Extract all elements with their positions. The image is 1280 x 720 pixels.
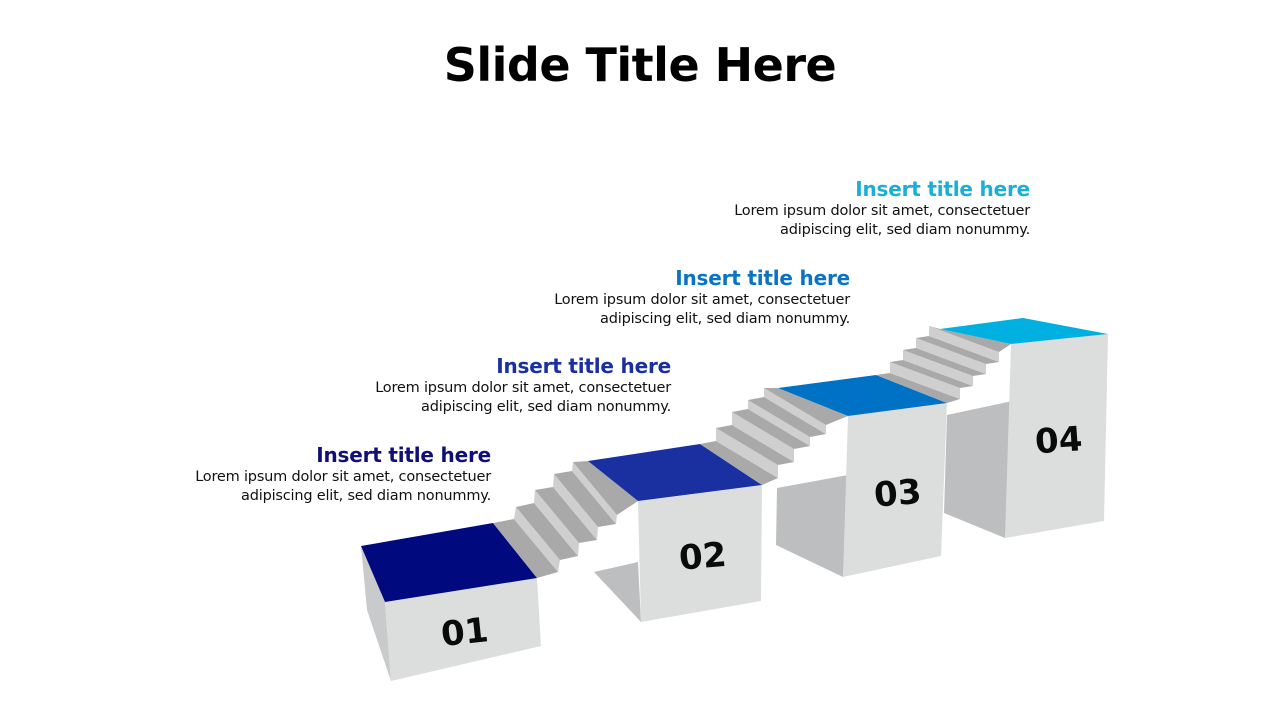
stairs-1-to-2: [493, 461, 638, 578]
step-1-front-face: [385, 578, 541, 681]
step-block-4: 04: [940, 318, 1108, 538]
step-3-number: 03: [872, 472, 923, 516]
step-2-shadow-face: [594, 562, 641, 622]
callout-text-line-2: adipiscing elit, sed diam nonummy.: [241, 488, 491, 504]
step-1-number: 01: [439, 610, 490, 655]
step-2-front-face: [638, 485, 762, 622]
callout-title: Insert title here: [496, 354, 671, 378]
stairs-3-to-4: [876, 326, 1011, 403]
callout-step-2: Insert title here Lorem ipsum dolor sit …: [311, 353, 671, 417]
callout-text-line-2: adipiscing elit, sed diam nonummy.: [780, 222, 1030, 238]
stairs-2-to-3: [700, 388, 848, 485]
step-4-front-face: [1005, 334, 1108, 538]
step-3-top-face: [778, 375, 947, 416]
callout-step-3: Insert title here Lorem ipsum dolor sit …: [490, 265, 850, 329]
callout-text-line-1: Lorem ipsum dolor sit amet, consectetuer: [375, 380, 671, 396]
step-1-top-face: [361, 523, 537, 602]
callout-step-4: Insert title here Lorem ipsum dolor sit …: [670, 176, 1030, 240]
callout-title: Insert title here: [675, 266, 850, 290]
step-4-shadow-face: [944, 400, 1017, 538]
step-block-1: 01: [361, 523, 541, 681]
step-2-top-face: [588, 444, 762, 501]
step-3-front-face: [843, 403, 947, 577]
step-block-3: 03: [776, 375, 947, 577]
step-2-number: 02: [677, 535, 728, 579]
step-4-number: 04: [1034, 419, 1084, 462]
callout-title: Insert title here: [855, 177, 1030, 201]
callout-text-line-1: Lorem ipsum dolor sit amet, consectetuer: [554, 292, 850, 308]
step-block-2: 02: [588, 444, 762, 622]
callout-text-line-2: adipiscing elit, sed diam nonummy.: [421, 399, 671, 415]
step-3-shadow-face: [776, 475, 848, 577]
callout-step-1: Insert title here Lorem ipsum dolor sit …: [131, 442, 491, 506]
step-4-top-face: [940, 318, 1108, 344]
step-1-side-face: [361, 546, 391, 681]
callout-text-line-1: Lorem ipsum dolor sit amet, consectetuer: [734, 203, 1030, 219]
callout-text-line-2: adipiscing elit, sed diam nonummy.: [600, 311, 850, 327]
callout-text-line-1: Lorem ipsum dolor sit amet, consectetuer: [195, 469, 491, 485]
slide-title: Slide Title Here: [443, 38, 837, 92]
callout-title: Insert title here: [316, 443, 491, 467]
